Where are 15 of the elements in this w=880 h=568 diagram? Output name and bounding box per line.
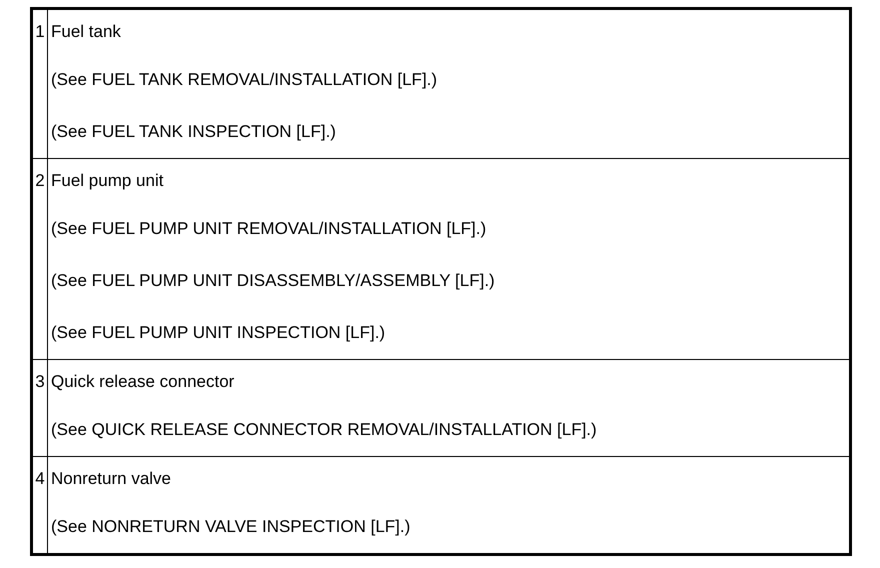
reference-note: (See QUICK RELEASE CONNECTOR REMOVAL/INSTALLATION [LF].)	[51, 419, 598, 441]
reference-note: (See FUEL TANK INSPECTION [LF].)	[51, 121, 337, 143]
reference-note: (See FUEL PUMP UNIT INSPECTION [LF].)	[51, 322, 386, 344]
reference-note: (See FUEL PUMP UNIT REMOVAL/INSTALLATION [LF].)	[51, 218, 488, 240]
reference-note: (See NONRETURN VALVE INSPECTION [LF].)	[51, 516, 412, 538]
part-name: Quick release connector	[51, 371, 236, 393]
part-name: Fuel pump unit	[51, 170, 164, 192]
item-number: 3	[34, 371, 46, 392]
item-number: 1	[34, 21, 46, 42]
reference-note: (See FUEL TANK REMOVAL/INSTALLATION [LF].)	[51, 69, 438, 91]
item-number: 4	[34, 468, 46, 489]
reference-note: (See FUEL PUMP UNIT DISASSEMBLY/ASSEMBLY [LF].)	[51, 270, 496, 292]
item-number: 2	[34, 170, 46, 191]
part-name: Nonreturn valve	[51, 468, 172, 490]
part-name: Fuel tank	[51, 21, 122, 43]
